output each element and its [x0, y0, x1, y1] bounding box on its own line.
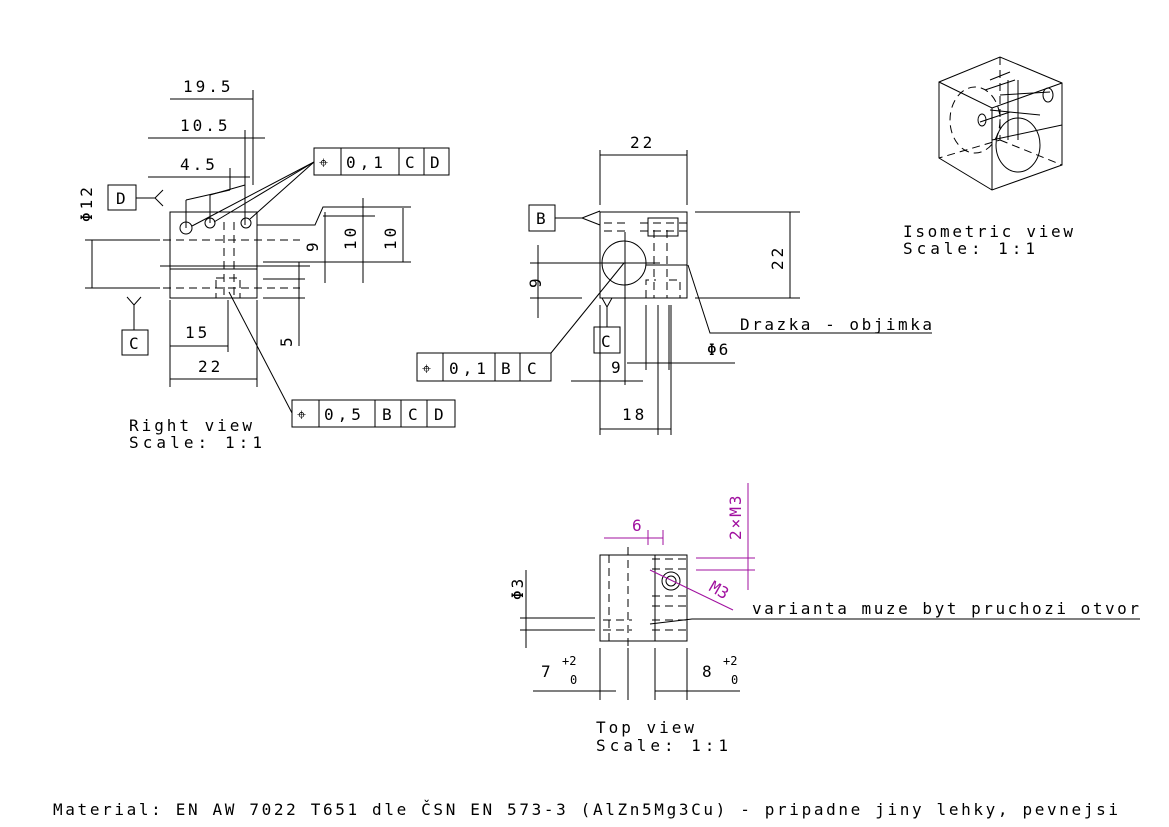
dim-9: 9: [303, 242, 322, 252]
dim-18: 18: [622, 405, 647, 424]
material-note: Material: EN AW 7022 T651 dle ČSN EN 573…: [53, 800, 1118, 819]
svg-text:0,1: 0,1: [449, 359, 490, 378]
position-icon: ⌖: [297, 405, 306, 424]
svg-text:C: C: [527, 359, 537, 378]
svg-text:0: 0: [731, 673, 738, 687]
dim-6: 6: [632, 516, 642, 535]
dim-10: 10: [341, 225, 360, 250]
dim-22: 22: [198, 357, 223, 376]
dim-7: 7: [541, 662, 551, 681]
svg-text:+2: +2: [562, 654, 576, 668]
note-variant: varianta muze byt pruchozi otvor: [752, 599, 1139, 618]
feature-control-frame: ⌖ 0,1 B C: [416, 352, 552, 382]
feature-control-frame: ⌖ 0,5 B C D: [291, 399, 456, 428]
dim-15: 15: [185, 323, 210, 342]
view-scale: Scale: 1:1: [129, 433, 262, 452]
dim-8: 8: [702, 662, 712, 681]
svg-text:0,5: 0,5: [324, 405, 365, 424]
svg-text:+2: +2: [723, 654, 737, 668]
view-label: Top view: [596, 718, 694, 737]
datum-c: C: [129, 334, 139, 353]
dim-10: 10: [381, 225, 400, 250]
dim-9-bottom: 9: [611, 358, 621, 377]
dim-phi12: Φ12: [77, 184, 96, 222]
right-view-outline: [169, 211, 258, 299]
dim-9-left: 9: [526, 278, 545, 288]
dim-10-5: 10.5: [180, 116, 231, 135]
svg-text:C: C: [408, 405, 418, 424]
dim-phi6: Φ6: [707, 340, 730, 359]
feature-control-frame: ⌖ 0,1 C D: [313, 147, 450, 176]
datum-b: B: [536, 209, 546, 228]
svg-text:B: B: [501, 359, 511, 378]
note-drazka: Drazka - objimka: [740, 315, 932, 334]
position-icon: ⌖: [422, 359, 431, 378]
view-scale: Scale: 1:1: [903, 239, 1035, 258]
svg-text:D: D: [430, 153, 440, 172]
view-scale: Scale: 1:1: [596, 736, 728, 755]
thread-label: 2×M3: [726, 493, 745, 540]
svg-text:0,1: 0,1: [346, 153, 387, 172]
datum-c: C: [601, 332, 611, 351]
right-view: 19.5 10.5 4.5 Φ12 D C 15 22 9 10 10 5 ⌖ …: [77, 77, 456, 452]
position-icon: ⌖: [319, 153, 328, 172]
dim-22-right: 22: [768, 245, 787, 270]
svg-text:C: C: [405, 153, 415, 172]
front-view: 22 22 9 B C 9 18 Φ6 ⌖ 0,1 B C Drazka - o…: [416, 133, 932, 435]
hole: [240, 217, 252, 229]
dim-phi3: Φ3: [508, 577, 527, 600]
top-view-outline: [599, 554, 688, 642]
svg-text:D: D: [434, 405, 444, 424]
svg-text:B: B: [382, 405, 392, 424]
top-view: 6 2×M3 M3 Φ3 7 +2 0 8 +2 0 varianta muze…: [508, 483, 1140, 755]
svg-text:0: 0: [570, 673, 577, 687]
datum-d: D: [116, 189, 126, 208]
dim-22-top: 22: [630, 133, 655, 152]
dim-19-5: 19.5: [183, 77, 234, 96]
isometric-view: Isometric view Scale: 1:1: [903, 56, 1073, 258]
dim-4-5: 4.5: [180, 155, 218, 174]
front-view-outline: [599, 211, 688, 299]
dim-5: 5: [277, 337, 296, 347]
